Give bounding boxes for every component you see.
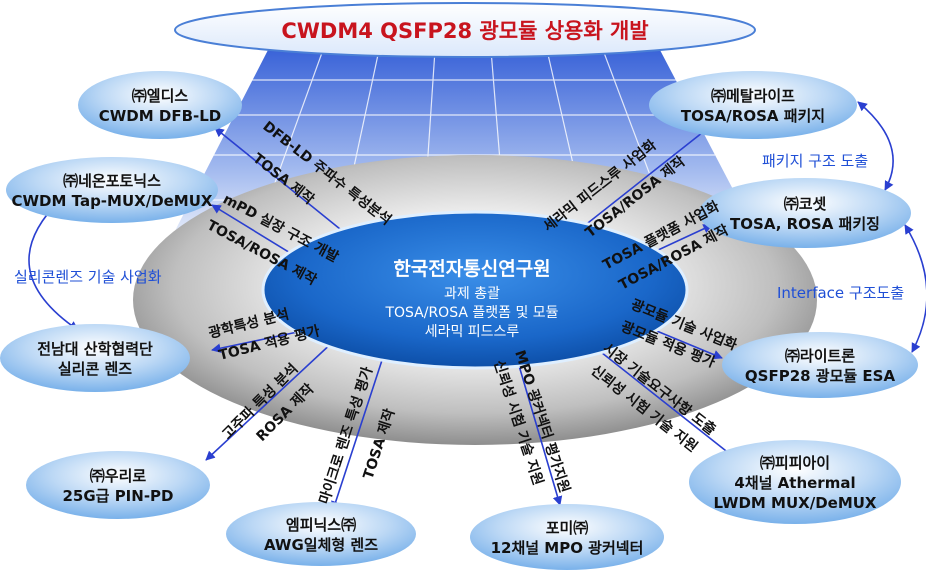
neon-desc: CWDM Tap-MUX/DeMUX [12, 192, 213, 210]
woorirho-name: ㈜우리로 [90, 467, 147, 485]
metal-name: ㈜메탈라이프 [711, 87, 795, 105]
mpnics-name: 엠피닉스㈜ [286, 516, 356, 534]
side-notes: 실리콘렌즈 기술 사업화 패키지 구조 도출 Interface 구조도출 [14, 152, 904, 302]
pi-name: ㈜피피아이 [760, 454, 830, 472]
title-ellipse [174, 2, 756, 58]
side-note-left: 실리콘렌즈 기술 사업화 [14, 268, 162, 286]
lightron-desc: QSFP28 광모듈 ESA [745, 367, 896, 385]
eldis-name: ㈜엘디스 [132, 87, 189, 105]
side-note-right-mid: Interface 구조도출 [777, 284, 904, 302]
pi-desc-2: LWDM MUX/DeMUX [714, 494, 877, 512]
pi-desc-1: 4채널 Athermal [734, 474, 855, 492]
center-line-2: TOSA/ROSA 플랫폼 및 모듈 [384, 305, 558, 321]
coset-desc: TOSA, ROSA 패키징 [730, 215, 880, 233]
pomi-desc: 12채널 MPO 광커넥터 [491, 539, 644, 557]
chonnam-desc: 실리콘 렌즈 [58, 360, 132, 378]
center-line-1: 과제 총괄 [444, 286, 500, 302]
center-line-3: 세라믹 피드스루 [425, 324, 520, 340]
neon-name: ㈜네온포토닉스 [63, 172, 161, 190]
center-text: 한국전자통신연구원 과제 총괄 TOSA/ROSA 플랫폼 및 모듈 세라믹 피… [384, 258, 558, 340]
center-name: 한국전자통신연구원 [393, 258, 550, 280]
mpnics-desc: AWG일체형 렌즈 [264, 536, 378, 554]
woorirho-desc: 25G급 PIN-PD [62, 487, 173, 505]
side-note-right-top: 패키지 구조 도출 [762, 152, 868, 170]
main-title: CWDM4 QSFP28 광모듈 상용화 개발 [281, 19, 648, 43]
partner-nodes [0, 71, 918, 570]
pomi-name: 포미㈜ [546, 519, 589, 537]
chonnam-name: 전남대 산학협력단 [37, 340, 153, 358]
metal-desc: TOSA/ROSA 패키지 [681, 107, 825, 125]
coset-name: ㈜코셋 [784, 195, 827, 213]
node-texts: ㈜엘디스 CWDM DFB-LD ㈜네온포토닉스 CWDM Tap-MUX/De… [12, 87, 896, 557]
lightron-name: ㈜라이트론 [785, 347, 855, 365]
eldis-desc: CWDM DFB-LD [99, 107, 222, 125]
center-node [261, 210, 689, 370]
